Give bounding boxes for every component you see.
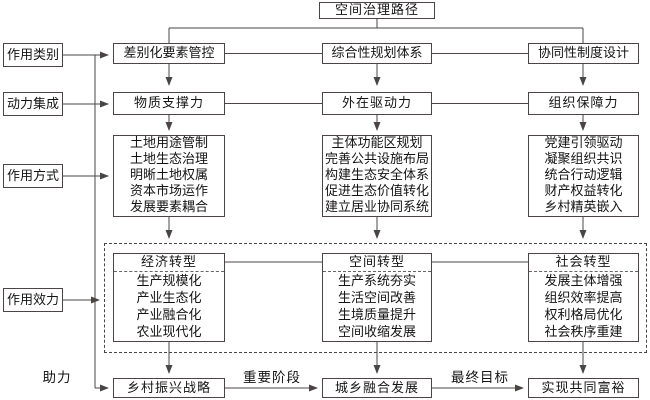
- effect-list-2: 生产系统夯实 生活空间改善 生境质量提升 空间收缩发展: [338, 272, 416, 341]
- effect-item: 生活空间改善: [337, 290, 416, 306]
- force-box-1: 物质支撑力: [113, 92, 225, 115]
- outcome-box-3: 实现共同富裕: [528, 378, 639, 398]
- row-label-effect: 作用效力: [3, 288, 63, 312]
- methods-box-2: 主体功能区规划 完善公共设施布局 构建生态安全体系 促进生态价值转化 建立居业协…: [322, 135, 432, 217]
- force-box-2: 外在驱动力: [322, 92, 432, 115]
- method-item: 完善公共设施布局: [324, 152, 429, 167]
- effect-item: 空间收缩发展: [337, 324, 416, 340]
- effect-box-2: 空间转型 生产系统夯实 生活空间改善 生境质量提升 空间收缩发展: [322, 253, 432, 342]
- effect-item: 社会秩序重建: [544, 324, 623, 340]
- method-item: 统合行动逻辑: [544, 168, 623, 183]
- effect-list-3: 发展主体增强 组织效率提高 权利格局优化 社会秩序重建: [544, 272, 622, 341]
- row-label-dynamics: 动力集成: [3, 92, 63, 116]
- method-item: 乡村精英嵌入: [544, 200, 623, 215]
- method-item: 资本市场运作: [129, 184, 208, 199]
- effect-item: 生境质量提升: [337, 307, 416, 323]
- row-label-category: 作用类别: [3, 43, 63, 67]
- category-box-1: 差别化要素管控: [113, 43, 225, 64]
- methods-box-1: 土地用途管制 土地生态治理 明晰土地权属 资本市场运作 发展要素耦合: [113, 135, 225, 217]
- effect-box-1: 经济转型 生产规模化 产业生态化 产业融合化 农业现代化: [113, 253, 225, 342]
- goal-arrow-label: 最终目标: [451, 370, 509, 386]
- effect-item: 发展主体增强: [544, 273, 623, 289]
- method-item: 财产权益转化: [544, 184, 623, 199]
- outcome-box-1: 乡村振兴战略: [113, 378, 225, 398]
- effect-list-1: 生产规模化 产业生态化 产业融合化 农业现代化: [136, 272, 201, 341]
- method-item: 主体功能区规划: [331, 136, 423, 151]
- effect-item: 权利格局优化: [544, 307, 623, 323]
- method-item: 建立居业协同系统: [324, 200, 429, 215]
- effects-dashed-container: [104, 243, 647, 353]
- method-item: 明晰土地权属: [129, 168, 208, 183]
- title-box: 空间治理路径: [319, 2, 435, 19]
- method-item: 土地生态治理: [129, 152, 208, 167]
- effect-item: 农业现代化: [136, 324, 202, 340]
- effect-item: 生产系统夯实: [337, 273, 416, 289]
- effect-header-2: 空间转型: [323, 254, 431, 272]
- effect-item: 生产规模化: [136, 273, 202, 289]
- force-box-3: 组织保障力: [528, 92, 639, 115]
- methods-box-3: 党建引领驱动 凝聚组织共识 统合行动逻辑 财产权益转化 乡村精英嵌入: [528, 135, 639, 217]
- row-label-method: 作用方式: [3, 164, 63, 188]
- method-item: 土地用途管制: [129, 136, 208, 151]
- plain-connectors: [94, 19, 584, 388]
- category-box-2: 综合性规划体系: [322, 43, 432, 64]
- boost-arrow-label: 助力: [42, 370, 72, 386]
- effect-box-3: 社会转型 发展主体增强 组织效率提高 权利格局优化 社会秩序重建: [528, 253, 639, 342]
- method-item: 凝聚组织共识: [544, 152, 623, 167]
- category-box-3: 协同性制度设计: [528, 43, 639, 64]
- effect-header-1: 经济转型: [114, 254, 224, 272]
- effect-header-3: 社会转型: [529, 254, 638, 272]
- method-item: 党建引领驱动: [544, 136, 623, 151]
- effect-item: 产业融合化: [136, 307, 202, 323]
- method-item: 发展要素耦合: [129, 200, 208, 215]
- effect-item: 组织效率提高: [544, 290, 623, 306]
- method-item: 促进生态价值转化: [324, 184, 429, 199]
- outcome-box-2: 城乡融合发展: [322, 378, 432, 398]
- effect-item: 产业生态化: [136, 290, 202, 306]
- method-item: 构建生态安全体系: [324, 168, 429, 183]
- stage-arrow-label: 重要阶段: [243, 370, 301, 386]
